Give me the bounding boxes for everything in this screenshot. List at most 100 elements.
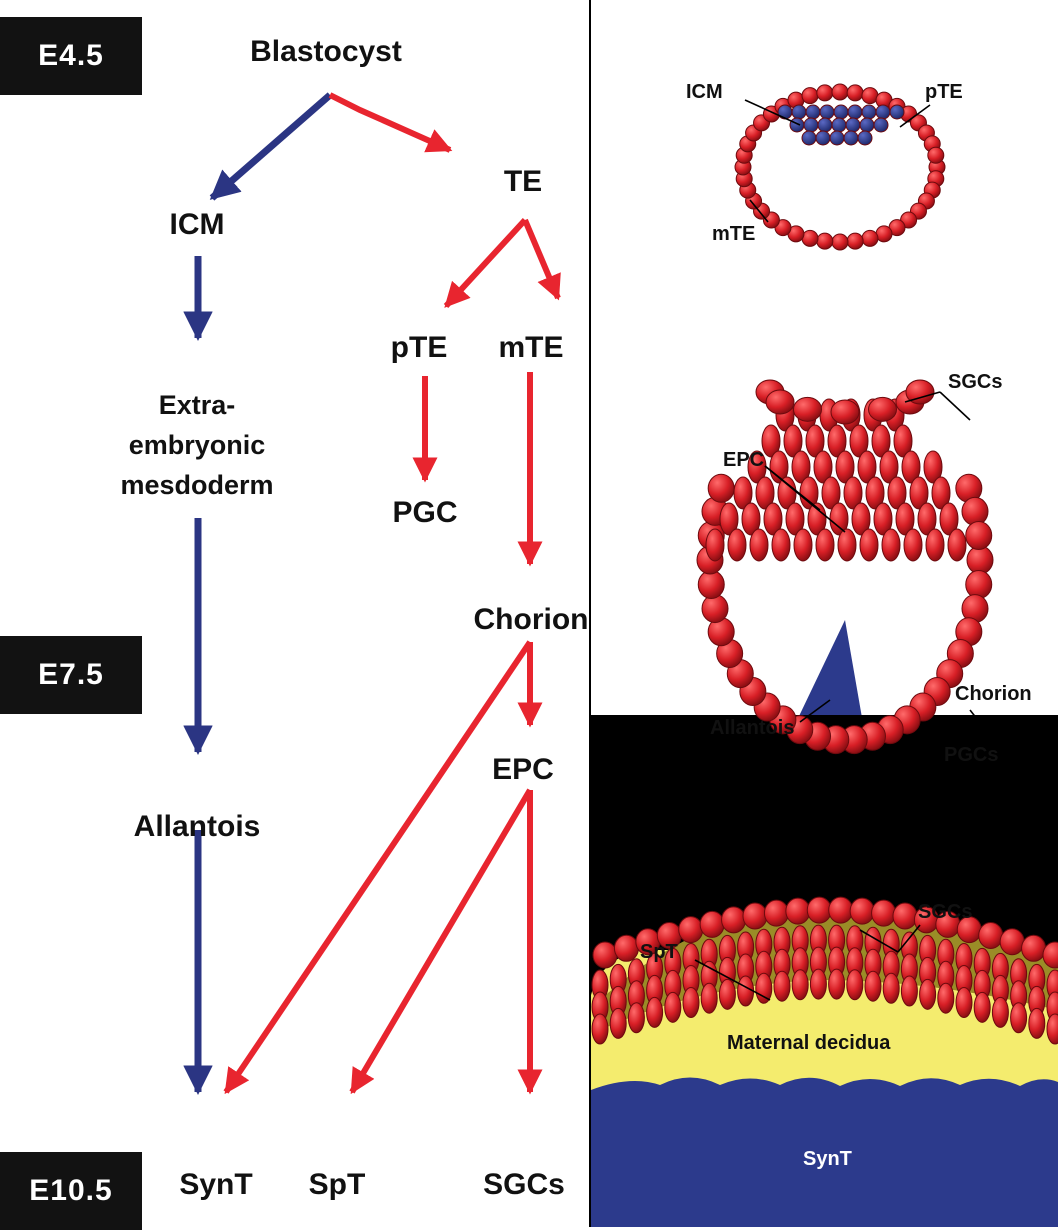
- trophoblast-giant-cell: [614, 935, 638, 961]
- icm-cell: [860, 118, 874, 132]
- chorion-cell: [962, 497, 988, 525]
- trophoblast-giant-cell: [1000, 929, 1024, 955]
- label-blastocyst: Blastocyst: [250, 37, 402, 67]
- trophectoderm-cell: [876, 226, 892, 242]
- icm-cell: [834, 105, 848, 119]
- label-extraembryonic-line1: Extra-: [159, 392, 236, 419]
- trophectoderm-cell: [847, 85, 863, 101]
- panel-label-epc: EPC: [723, 450, 764, 470]
- chorion-cell: [698, 571, 724, 599]
- icm-cell: [802, 131, 816, 145]
- trophectoderm-cell: [847, 233, 863, 249]
- lineage-arrows: [198, 95, 558, 1092]
- epc-cell: [904, 529, 922, 561]
- trophectoderm-cell: [802, 88, 818, 104]
- icm-cell: [790, 118, 804, 132]
- spongiotrophoblast-cell: [738, 976, 754, 1006]
- trophoblast-giant-cell: [743, 903, 767, 929]
- leader-sgcs-2: [940, 392, 970, 420]
- epc-cell: [926, 529, 944, 561]
- spongiotrophoblast-cell: [719, 979, 735, 1009]
- epc-cell: [794, 529, 812, 561]
- icm-cell: [806, 105, 820, 119]
- label-icm: ICM: [170, 210, 225, 240]
- icm-cell: [778, 105, 792, 119]
- panel-label-pgcs: PGCs: [944, 745, 998, 765]
- sgc-cell: [831, 400, 859, 424]
- trophoblast-giant-cell: [722, 907, 746, 933]
- arrow-te-to-pte: [446, 220, 525, 306]
- spongiotrophoblast-cell: [647, 997, 663, 1027]
- chorion-cell: [702, 595, 728, 623]
- trophoblast-giant-cell: [807, 897, 831, 923]
- trophoblast-giant-cell: [786, 898, 810, 924]
- chorion-cell: [708, 474, 734, 502]
- label-allantois: Allantois: [134, 812, 261, 842]
- label-te: TE: [504, 167, 542, 197]
- icm-cell: [804, 118, 818, 132]
- spongiotrophoblast-cell: [956, 988, 972, 1018]
- arrow-te-to-mte: [525, 220, 558, 298]
- icm-cell: [844, 131, 858, 145]
- spongiotrophoblast-cell: [592, 1014, 608, 1044]
- trophoblast-giant-cell: [893, 903, 917, 929]
- arrow-epc-to-spt: [352, 790, 530, 1092]
- spongiotrophoblast-cell: [829, 969, 845, 999]
- icm-cell: [890, 105, 904, 119]
- epc-cell: [706, 529, 724, 561]
- spongiotrophoblast-cell: [992, 997, 1008, 1027]
- spongiotrophoblast-cell: [920, 979, 936, 1009]
- label-chorion: Chorion: [474, 605, 589, 635]
- icm-cell: [874, 118, 888, 132]
- panel-label-sgcs-placenta: SGCs: [918, 902, 972, 922]
- icm-cell: [832, 118, 846, 132]
- chorion-cell: [966, 571, 992, 599]
- icm-cell: [858, 131, 872, 145]
- spongiotrophoblast-cell: [1029, 1008, 1045, 1038]
- chorion-cell: [967, 546, 993, 574]
- arrow-blastocyst-to-te: [330, 95, 450, 150]
- spongiotrophoblast-cell: [974, 992, 990, 1022]
- spongiotrophoblast-cell: [701, 983, 717, 1013]
- epc-cell: [860, 529, 878, 561]
- panel-label-synt: SynT: [803, 1149, 852, 1169]
- label-extraembryonic-line2: embryonic: [129, 432, 266, 459]
- trophoblast-giant-cell: [829, 897, 853, 923]
- panel-label-maternal-decidua: Maternal decidua: [727, 1033, 890, 1053]
- chorion-cell: [966, 521, 992, 549]
- trophectoderm-cell: [928, 147, 944, 163]
- epc-cell: [948, 529, 966, 561]
- label-extraembryonic-line3: mesdoderm: [120, 472, 273, 499]
- trophectoderm-cell: [832, 234, 848, 250]
- trophectoderm-cell: [832, 84, 848, 100]
- label-sgcs: SGCs: [483, 1170, 565, 1200]
- icm-cell: [792, 105, 806, 119]
- trophoblast-giant-cell: [979, 922, 1003, 948]
- sgc-cell: [766, 390, 794, 414]
- stage-e45-label: E4.5: [0, 17, 142, 95]
- trophoblast-giant-cell: [700, 911, 724, 937]
- icm-cell: [876, 105, 890, 119]
- stage-e75-label: E7.5: [0, 636, 142, 714]
- spongiotrophoblast-cell: [883, 973, 899, 1003]
- spongiotrophoblast-cell: [847, 970, 863, 1000]
- spongiotrophoblast-cell: [683, 988, 699, 1018]
- icm-cell: [862, 105, 876, 119]
- icm-cell: [820, 105, 834, 119]
- arrow-blastocyst-to-icm: [212, 95, 330, 198]
- icm-cell: [818, 118, 832, 132]
- panel-label-chorion: Chorion: [955, 684, 1032, 704]
- trophectoderm-cell: [862, 88, 878, 104]
- epc-cell: [772, 529, 790, 561]
- spongiotrophoblast-cell: [665, 992, 681, 1022]
- panel-label-pte: pTE: [925, 82, 963, 102]
- panel-label-allantois: Allantois: [710, 718, 794, 738]
- label-synt: SynT: [179, 1170, 252, 1200]
- icm-cell: [846, 118, 860, 132]
- spongiotrophoblast-cell: [792, 970, 808, 1000]
- sgc-cell: [869, 397, 897, 421]
- icm-cell: [848, 105, 862, 119]
- trophoblast-giant-cell: [850, 898, 874, 924]
- epc-cell: [750, 529, 768, 561]
- trophectoderm-cell: [817, 85, 833, 101]
